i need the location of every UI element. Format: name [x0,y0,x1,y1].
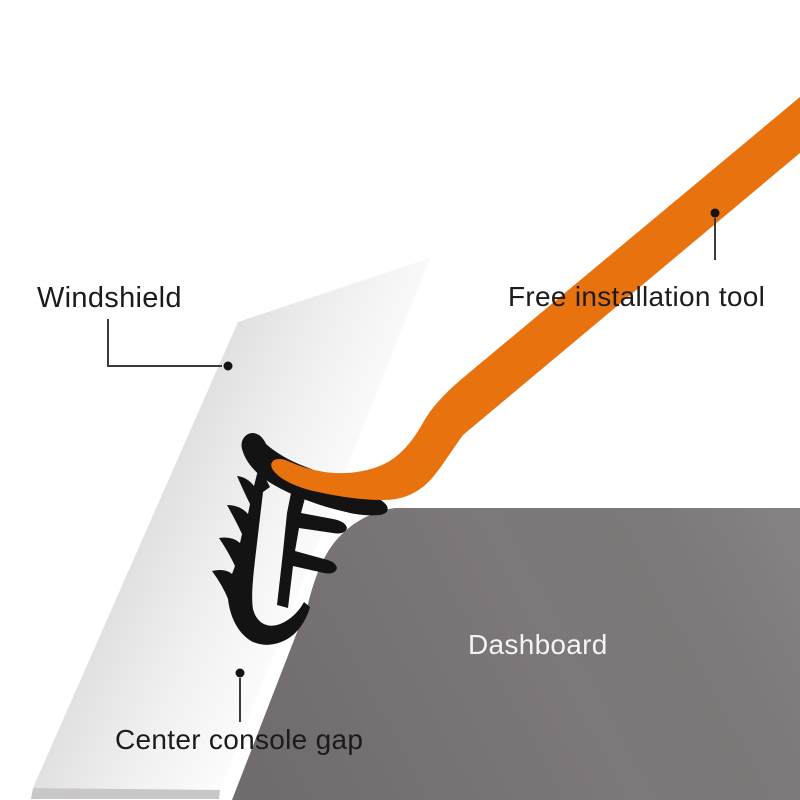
gap-leader-dot [235,668,245,678]
tool-leader-dot [710,208,720,218]
seal-strip-left-ribs-and-foot [212,466,310,645]
windshield-label: Windshield [37,282,182,314]
windshield-leader-dot [223,361,233,371]
center-console-gap-label: Center console gap [115,724,364,755]
windshield-leader-line [107,319,222,367]
dashboard-label: Dashboard [468,629,608,660]
installation-tool-label: Free installation tool [508,281,766,312]
windshield-glass [33,258,430,790]
windshield-bottom-edge [31,788,220,799]
seal-strip-right-ribs [277,493,347,608]
dashboard-shading [232,508,800,800]
